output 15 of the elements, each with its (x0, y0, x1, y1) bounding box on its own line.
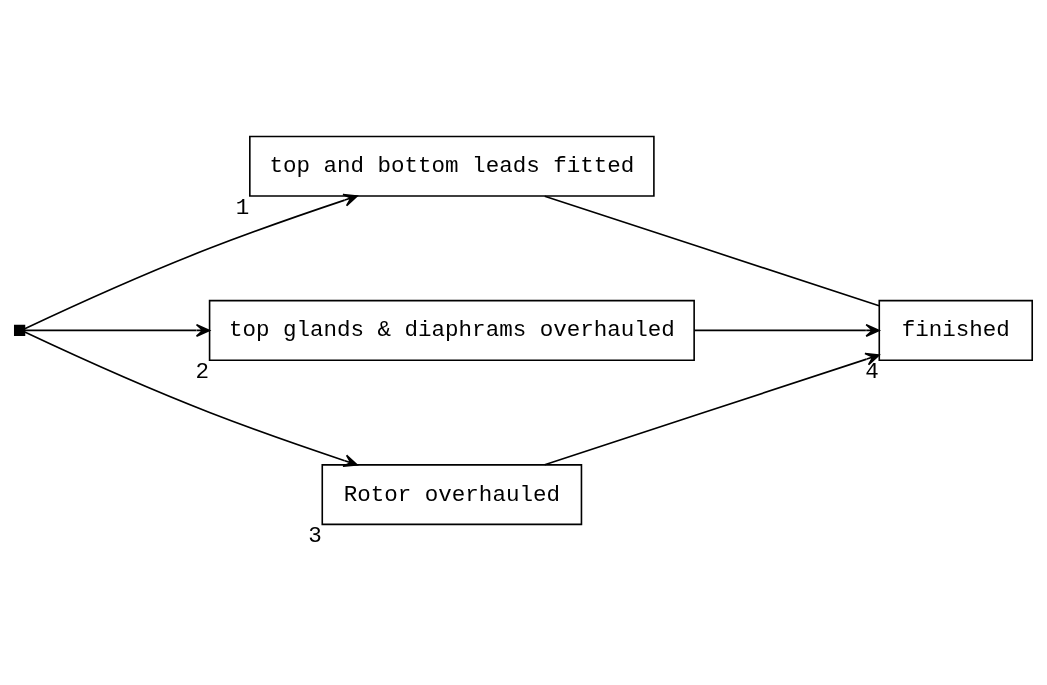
node-box: top glands & diaphrams overhauled (208, 299, 695, 361)
arrow (543, 352, 880, 466)
arrow (693, 323, 880, 338)
node-label: 4 (865, 359, 879, 386)
connector (543, 195, 880, 307)
node-label: 2 (195, 359, 210, 386)
node-box: top and bottom leads fitted (249, 135, 655, 197)
arrow (24, 323, 211, 338)
arrow (23, 331, 358, 468)
node-box: finished (878, 299, 1033, 361)
node-label: 3 (308, 523, 322, 550)
node-box: Rotor overhauled (321, 464, 583, 526)
node-label: 1 (235, 195, 250, 222)
arrow (23, 193, 358, 330)
node-box (14, 324, 26, 337)
